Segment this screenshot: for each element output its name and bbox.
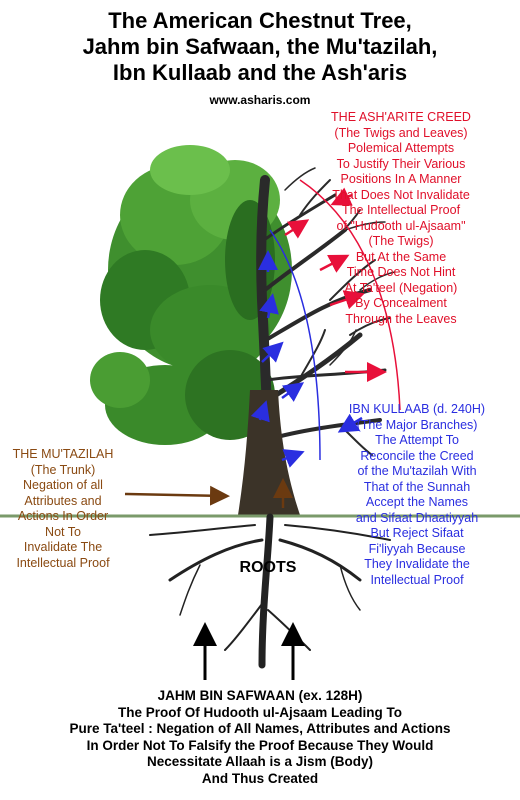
red-arrow <box>319 254 350 273</box>
kullaab-line: Intellectual Proof <box>370 572 464 587</box>
mutazilah-text: THE MU'TAZILAH (The Trunk) Negation of a… <box>4 447 122 571</box>
jahm-line: The Proof Of Hudooth ul-Ajsaam Leading T… <box>118 704 402 720</box>
blue-arrow <box>281 382 305 402</box>
asharite-line: Polemical Attempts <box>347 141 455 155</box>
blue-arrow <box>259 293 279 319</box>
title-line-2: Jahm bin Safwaan, the Mu'tazilah, <box>82 34 438 59</box>
red-arrow <box>284 219 310 239</box>
asharite-line: By Concealment <box>355 296 447 310</box>
mutazilah-line: Intellectual Proof <box>16 555 110 570</box>
asharite-line: (The Twigs and Leaves) <box>334 125 468 140</box>
asharite-arrows <box>284 187 387 382</box>
asharite-line: To Justify Their Various <box>336 156 466 171</box>
mutazilah-line: Negation of all <box>23 478 103 492</box>
kullaab-line: Fi'liyyah Because <box>368 541 466 556</box>
kullaab-line: That of the Sunnah <box>363 479 471 494</box>
diagram-title: The American Chestnut Tree, Jahm bin Saf… <box>0 8 520 86</box>
mutazilah-line: Not To <box>45 524 81 539</box>
asharite-creed-text: THE ASH'ARITE CREED (The Twigs and Leave… <box>296 110 506 327</box>
blue-arrow <box>281 449 305 468</box>
jahm-line: In Order Not To Falsify the Proof Becaus… <box>86 737 434 753</box>
asharite-line: At Ta'teel (Negation) <box>344 280 458 295</box>
roots-label: ROOTS <box>240 559 297 576</box>
asharite-line: (The Twigs) <box>368 234 434 248</box>
kullaab-line: IBN KULLAAB (d. 240H) <box>348 402 486 416</box>
jahm-line: Pure Ta'teel : Negation of All Names, At… <box>69 721 451 736</box>
mutazilah-line: Actions In Order <box>17 509 109 523</box>
asharite-boundary-arc <box>299 179 401 411</box>
asharite-line: Through the Leaves <box>345 311 457 326</box>
kullaab-line: They Invalidate the <box>364 557 470 571</box>
kullaab-line: But Reject Sifaat <box>370 526 464 540</box>
site-url[interactable]: www.asharis.com <box>209 93 311 107</box>
jahm-line: Necessitate Allaah is a Jism (Body) <box>146 754 374 769</box>
red-arrow <box>330 187 353 206</box>
blue-arrow <box>250 400 270 423</box>
mutazilah-line: Invalidate The <box>23 540 103 554</box>
asharite-line: THE ASH'ARITE CREED <box>331 110 471 124</box>
red-arrow <box>329 290 365 310</box>
mutazilah-line: (The Trunk) <box>30 462 96 477</box>
kullaab-line: of the Mu'tazilah With <box>357 464 477 478</box>
mutazilah-line: Attributes and <box>24 493 102 508</box>
title-line-1: The American Chestnut Tree, <box>108 8 412 33</box>
kullaab-line: The Attempt To <box>375 433 459 447</box>
kullaab-line: and Sifaat Dhaatiyyah <box>355 510 479 525</box>
mutazilah-arrows <box>124 478 293 508</box>
blue-arrow <box>337 413 363 433</box>
asharite-line: That Does Not Invalidate <box>332 187 470 202</box>
tree-roots <box>149 513 391 669</box>
jahm-bin-safwaan-text: JAHM BIN SAFWAAN (ex. 128H) The Proof Of… <box>0 688 520 787</box>
asharite-line: The Intellectual Proof <box>341 203 461 217</box>
jahm-line: And Thus Created <box>201 770 319 786</box>
ibn-kullaab-text: IBN KULLAAB (d. 240H) (The Major Branche… <box>332 402 502 588</box>
mutazilah-line: THE MU'TAZILAH <box>12 447 114 461</box>
jahm-line: JAHM BIN SAFWAAN (ex. 128H) <box>157 688 363 703</box>
asharite-line: of "Hudooth ul-Ajsaam" <box>336 218 466 233</box>
asharite-line: Positions In A Manner <box>340 172 462 186</box>
blue-arrow <box>261 341 284 363</box>
brown-arrow <box>124 485 230 506</box>
kullaab-arrows <box>250 250 363 468</box>
asharite-line: Time Does Not Hint <box>346 265 456 279</box>
kullaab-boundary-arc <box>269 229 321 461</box>
title-line-3: Ibn Kullaab and the Ash'aris <box>112 60 408 85</box>
kullaab-line: (The Major Branches) <box>356 417 478 432</box>
asharite-line: But At the Same <box>355 249 447 264</box>
tree-foliage <box>90 145 292 445</box>
kullaab-line: Accept the Names <box>365 495 469 509</box>
kullaab-line: Reconcile the Creed <box>360 448 474 463</box>
jahm-arrows <box>193 622 305 680</box>
